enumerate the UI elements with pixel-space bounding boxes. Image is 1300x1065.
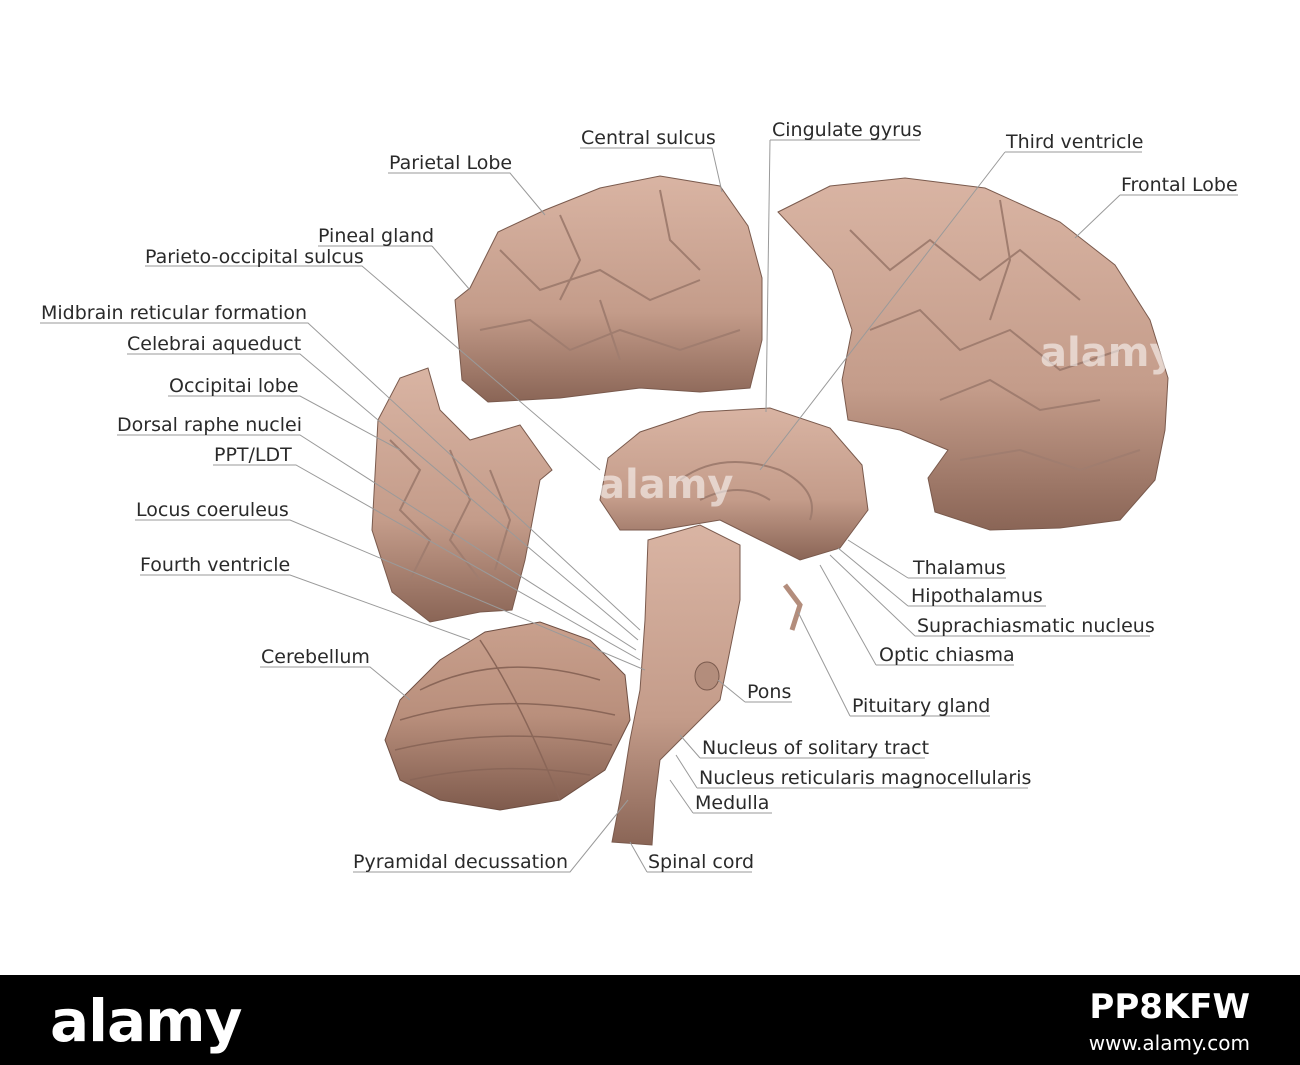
brainstem-shape xyxy=(611,524,803,846)
label-hypothalamus: Hipothalamus xyxy=(911,585,1043,607)
leader-pineal-gland xyxy=(318,245,471,291)
leader-hypothalamus xyxy=(837,547,1046,607)
leader-spinal-cord xyxy=(629,841,752,873)
leader-locus-coeruleus xyxy=(135,519,646,671)
leader-cingulate-gyrus xyxy=(765,139,920,413)
leader-ppt-ldt xyxy=(213,464,641,661)
diagram-canvas: Central sulcus Cingulate gyrus Third ven… xyxy=(40,119,1238,873)
leader-cerebellum xyxy=(260,666,411,701)
leader-fourth-ventricle xyxy=(140,574,471,641)
label-midbrain-reticular-formation: Midbrain reticular formation xyxy=(41,302,308,324)
leader-frontal-lobe xyxy=(1074,194,1238,239)
label-pineal-gland: Pineal gland xyxy=(318,225,435,247)
footer-url: www.alamy.com xyxy=(1088,1031,1250,1055)
leader-central-sulcus xyxy=(580,147,723,193)
leader-thalamus xyxy=(847,539,1006,579)
diencephalon-shape xyxy=(599,407,869,561)
leader-parietal-lobe xyxy=(388,172,546,216)
cerebellum-shape xyxy=(384,621,631,811)
label-ppt-ldt: PPT/LDT xyxy=(214,444,292,466)
label-pons: Pons xyxy=(747,681,792,703)
leader-cerebral-aqueduct xyxy=(127,353,639,641)
leader-pyramidal-decussation xyxy=(353,799,629,873)
leader-parieto-occipital-sulcus xyxy=(145,265,601,471)
label-cerebellum: Cerebellum xyxy=(261,646,370,668)
label-central-sulcus: Central sulcus xyxy=(581,127,716,149)
leader-solitary-tract xyxy=(679,734,925,759)
label-spinal-cord: Spinal cord xyxy=(648,851,755,873)
leader-optic-chiasma xyxy=(819,564,1014,666)
frontal-lobe-shape xyxy=(777,177,1169,531)
label-fourth-ventricle: Fourth ventricle xyxy=(140,554,291,576)
label-dorsal-raphe-nuclei: Dorsal raphe nuclei xyxy=(117,414,302,436)
image-id: PP8KFW xyxy=(1089,987,1250,1027)
label-locus-coeruleus: Locus coeruleus xyxy=(136,499,289,521)
label-parietal-lobe: Parietal Lobe xyxy=(389,152,513,174)
watermark: alamy xyxy=(1040,330,1176,376)
leader-reticularis xyxy=(675,754,1028,789)
label-nucleus-solitary-tract: Nucleus of solitary tract xyxy=(702,737,930,759)
label-cerebral-aqueduct: Celebrai aqueduct xyxy=(127,333,302,355)
label-frontal-lobe: Frontal Lobe xyxy=(1121,174,1238,196)
label-parieto-occipital-sulcus: Parieto-occipital sulcus xyxy=(145,246,364,268)
leader-medulla xyxy=(669,779,772,814)
label-occipital-lobe: Occipitai lobe xyxy=(169,375,299,397)
leader-third-ventricle xyxy=(759,151,1142,471)
label-thalamus: Thalamus xyxy=(913,557,1006,579)
leader-pons xyxy=(717,679,792,703)
label-cingulate-gyrus: Cingulate gyrus xyxy=(772,119,922,141)
watermark: alamy xyxy=(598,462,734,508)
leader-occipital-lobe xyxy=(168,395,401,451)
leader-lines xyxy=(40,139,1238,873)
leader-suprachiasmatic xyxy=(829,554,1150,637)
footer-bar: alamy PP8KFW www.alamy.com xyxy=(0,975,1300,1065)
label-third-ventricle: Third ventricle xyxy=(1006,131,1144,153)
label-nucleus-reticularis: Nucleus reticularis magnocellularis xyxy=(699,767,1032,789)
label-suprachiasmatic-nucleus: Suprachiasmatic nucleus xyxy=(917,615,1155,637)
label-pituitary-gland: Pituitary gland xyxy=(852,695,991,717)
label-pyramidal-decussation: Pyramidal decussation xyxy=(353,851,569,873)
label-optic-chiasma: Optic chiasma xyxy=(879,644,1015,666)
brain-diagram xyxy=(40,139,1238,873)
label-medulla: Medulla xyxy=(695,792,770,814)
leader-dorsal-raphe xyxy=(117,434,637,651)
occipital-lobe-shape xyxy=(371,367,553,623)
leader-pituitary-gland xyxy=(797,611,990,717)
leader-midbrain-reticular xyxy=(40,322,641,631)
alamy-logo: alamy xyxy=(50,987,242,1055)
parietal-lobe-shape xyxy=(454,175,763,403)
